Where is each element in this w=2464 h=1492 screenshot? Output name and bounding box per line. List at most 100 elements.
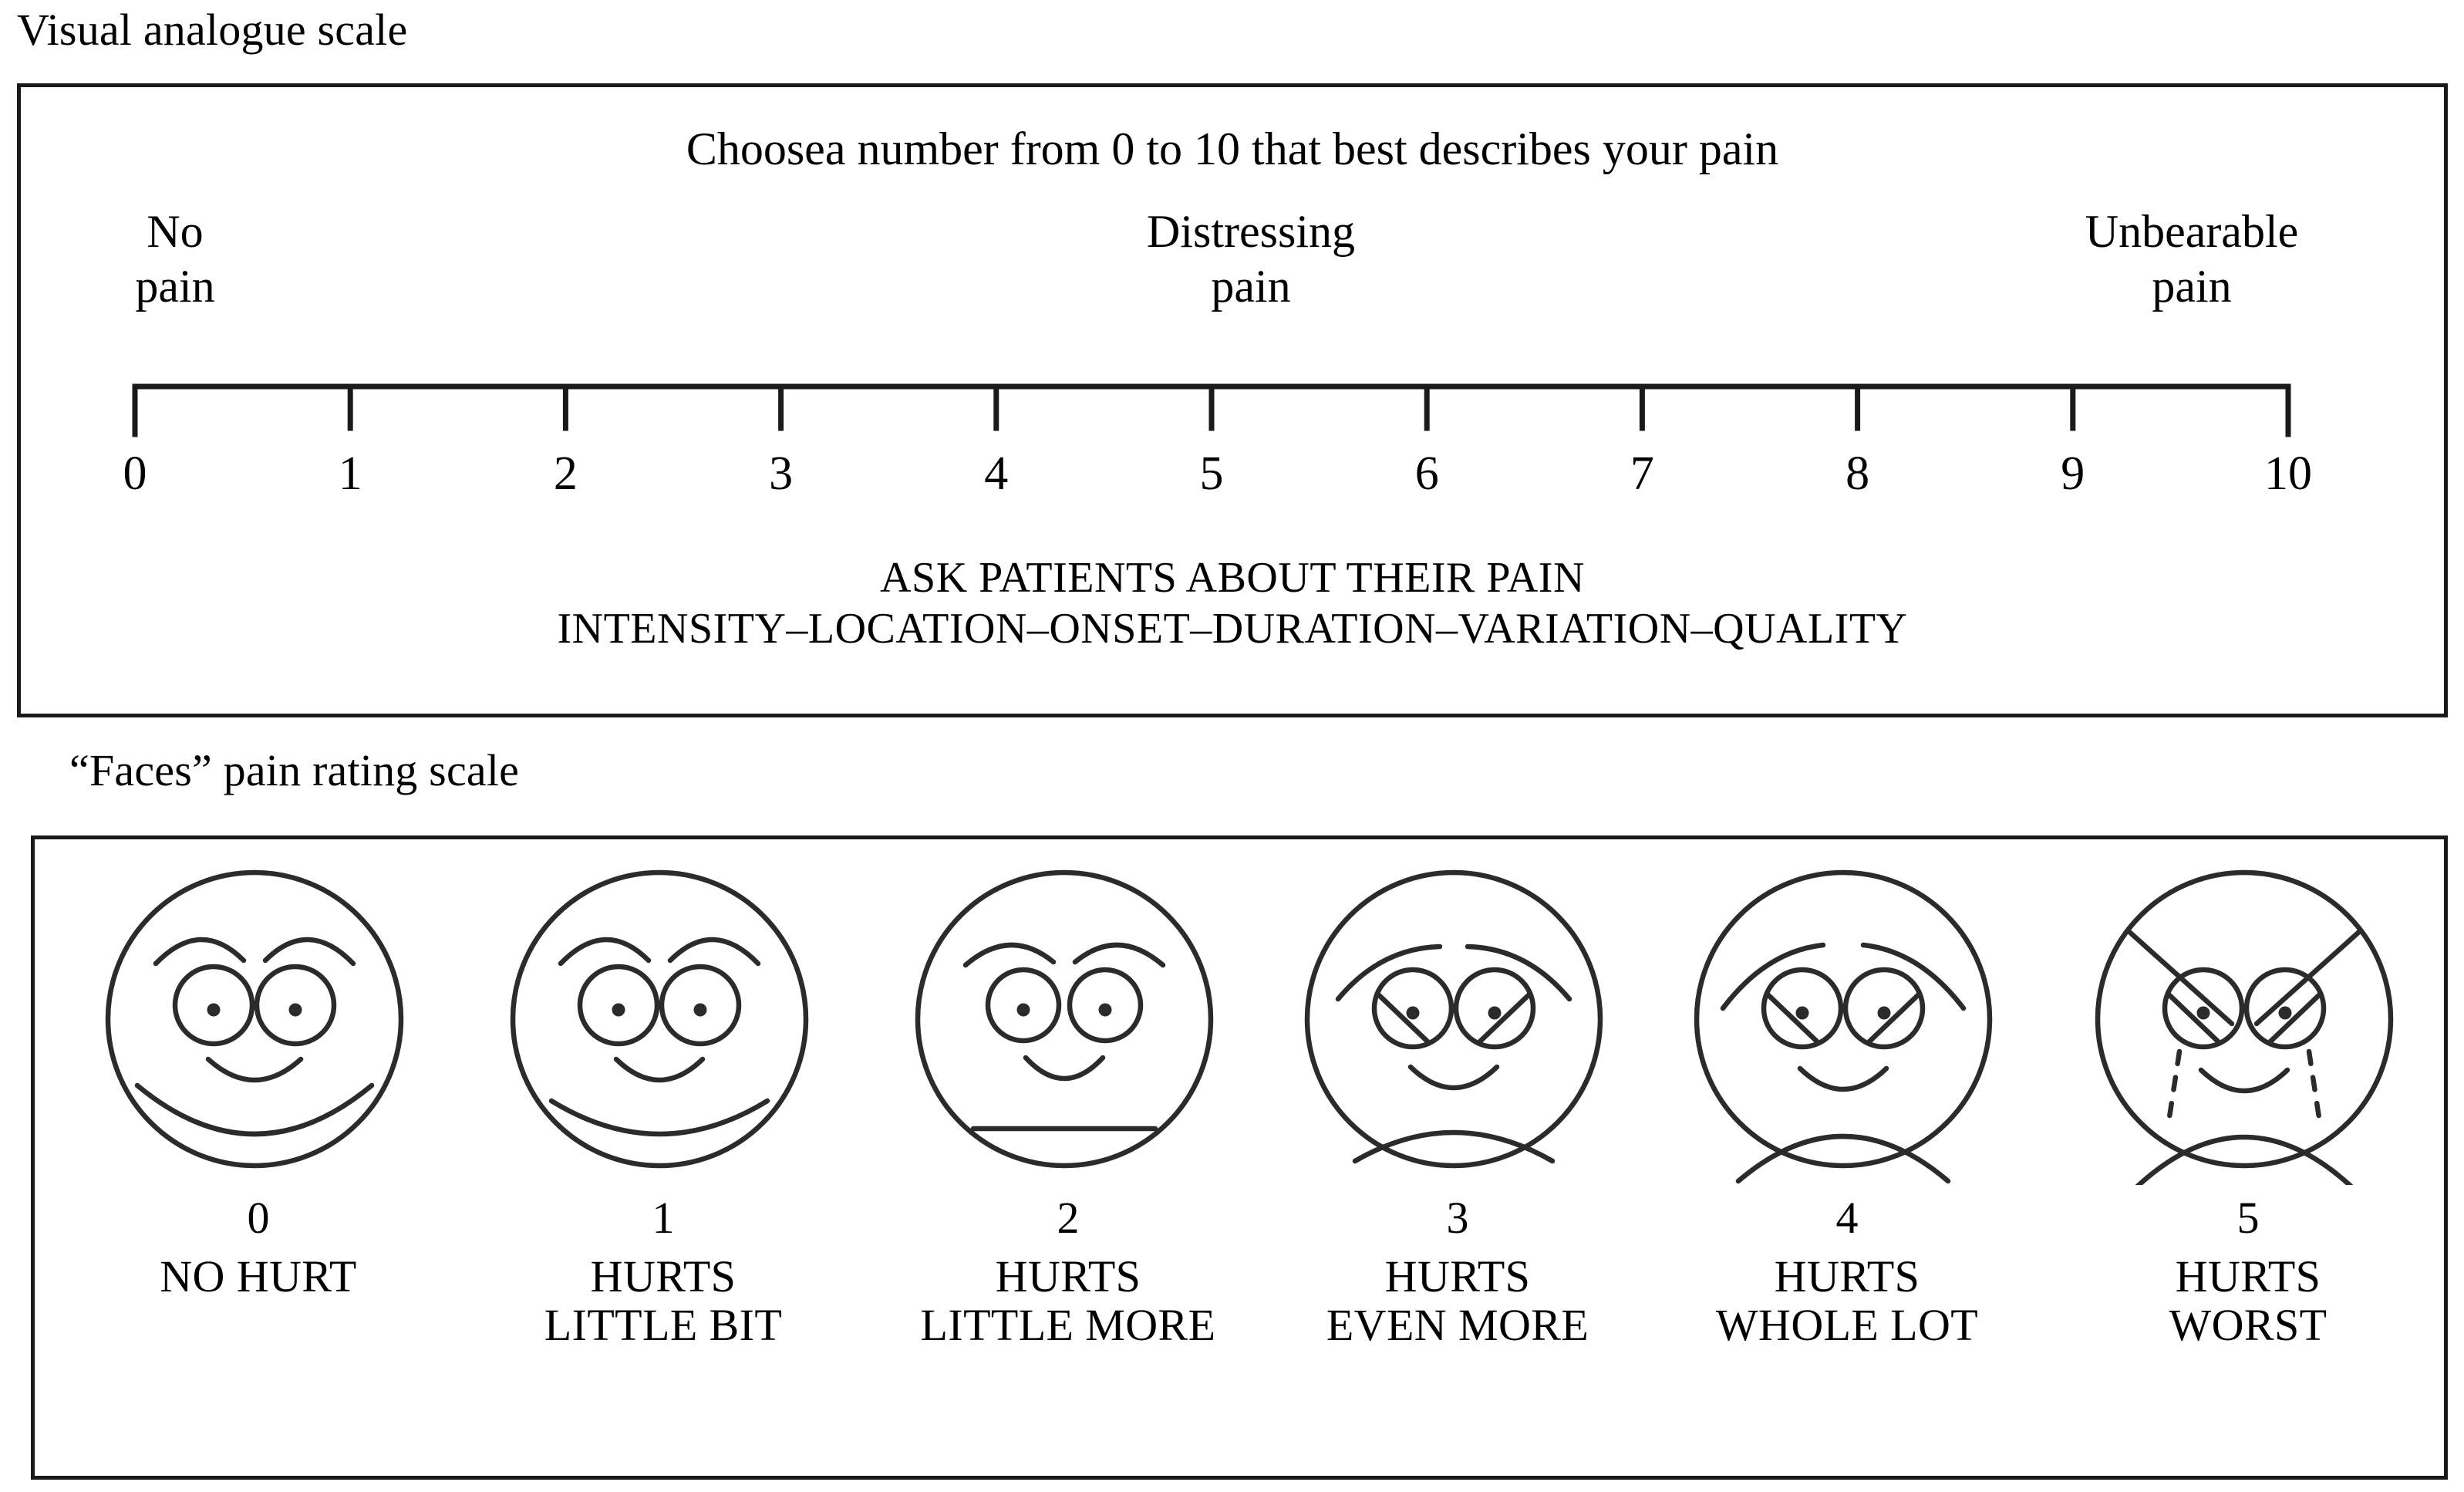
eye-right <box>659 964 742 1047</box>
face-hurts-worst-icon[interactable] <box>2086 861 2410 1185</box>
eyebrow-right <box>262 937 356 967</box>
face-no-hurt-icon[interactable] <box>96 861 420 1185</box>
anchor-unbearable-line1: Unbearable <box>2085 206 2299 257</box>
vas-tick-label-5[interactable]: 5 <box>1199 447 1224 500</box>
face-number-2: 2 <box>1057 1193 1080 1243</box>
pupil-left <box>2196 1006 2210 1020</box>
eyebrow-right <box>667 937 761 967</box>
vas-instruction: Choosea number from 0 to 10 that best de… <box>686 123 1779 174</box>
eyebrow-left <box>153 937 247 967</box>
vas-tick-label-9[interactable]: 9 <box>2061 447 2085 500</box>
face-label-line2: WORST <box>2169 1299 2327 1350</box>
face-outline <box>105 869 404 1169</box>
face-label-line1: HURTS <box>2175 1251 2321 1301</box>
vas-tick-label-6[interactable]: 6 <box>1414 447 1439 500</box>
eyebrow-left <box>558 937 652 967</box>
vas-tick-label-4[interactable]: 4 <box>984 447 1009 500</box>
pupil-right <box>288 1003 302 1017</box>
eyelid-left <box>1374 991 1431 1045</box>
vas-tick-label-8[interactable]: 8 <box>1845 447 1870 500</box>
eyelid-left <box>1764 991 1820 1045</box>
pupil-left <box>207 1003 221 1017</box>
face-outline <box>510 869 809 1169</box>
face-hurts-even-more-icon[interactable] <box>1296 861 1620 1185</box>
vas-section-heading: Visual analogue scale <box>17 5 408 55</box>
face-hurts-little-more-icon[interactable] <box>906 861 1230 1185</box>
eye-right <box>254 964 337 1047</box>
nose <box>1023 1055 1106 1082</box>
vas-tick-label-7[interactable]: 7 <box>1630 447 1654 500</box>
mouth <box>1735 1133 1951 1184</box>
face-hurts-whole-lot-icon[interactable] <box>1685 861 2009 1185</box>
vas-tick-label-10[interactable]: 10 <box>2264 447 2312 500</box>
eyebrow-left <box>962 942 1057 968</box>
face-number-0: 0 <box>247 1193 270 1243</box>
nose <box>2198 1067 2290 1094</box>
vas-tick-label-0[interactable]: 0 <box>123 447 147 500</box>
face-label-line2: LITTLE MORE <box>920 1299 1216 1350</box>
anchor-distressing-line2: pain <box>1211 260 1291 312</box>
eye-left <box>985 967 1062 1044</box>
face-label-0: NO HURT <box>58 1251 459 1301</box>
face-outline <box>2095 869 2394 1169</box>
face-outline <box>1304 869 1603 1169</box>
face-item-0[interactable]: 0 NO HURT <box>58 861 459 1301</box>
eyebrow-right <box>1860 942 1967 1011</box>
pupil-left <box>612 1003 625 1017</box>
eyebrow-right <box>1465 943 1572 1002</box>
pupil-right <box>1488 1006 1502 1020</box>
pupil-right <box>693 1003 707 1017</box>
pupil-left <box>1406 1006 1420 1020</box>
eyebrow-left <box>1720 942 1826 1011</box>
vas-tick-label-2[interactable]: 2 <box>553 447 578 500</box>
face-number-3: 3 <box>1446 1193 1469 1243</box>
nose <box>205 1056 304 1083</box>
anchor-no-pain-line2: pain <box>135 260 215 312</box>
vas-footer-line1: ASK PATIENTS ABOUT THEIR PAIN <box>880 554 1585 602</box>
eyelid-right <box>1866 991 1923 1045</box>
eyelid-right <box>1477 991 1533 1045</box>
eye-left <box>1371 967 1454 1050</box>
face-label-line1: HURTS <box>590 1251 737 1301</box>
anchor-no-pain: No pain <box>44 204 306 314</box>
eye-right <box>2243 967 2327 1050</box>
eyebrow-right <box>1072 942 1166 968</box>
mouth <box>1352 1129 1556 1164</box>
eye-left <box>172 964 255 1047</box>
face-hurts-little-bit-icon[interactable] <box>501 861 825 1185</box>
mouth <box>548 1098 770 1137</box>
face-label-line2: WHOLE LOT <box>1715 1299 1979 1350</box>
pupil-right <box>1877 1006 1891 1020</box>
eye-left <box>577 964 660 1047</box>
vas-footer-line2: INTENSITY–LOCATION–ONSET–DURATION–VARIAT… <box>557 605 1908 653</box>
pupil-right <box>2278 1006 2292 1020</box>
face-label-line2: LITTLE BIT <box>544 1299 783 1350</box>
faces-section-heading: “Faces” pain rating scale <box>69 745 520 795</box>
anchor-distressing-pain: Distressing pain <box>1004 204 1498 314</box>
tear-right <box>2306 1048 2323 1126</box>
face-number-1: 1 <box>652 1193 675 1243</box>
anchor-unbearable-pain: Unbearable pain <box>1964 204 2419 314</box>
face-label-line2: EVEN MORE <box>1326 1299 1589 1350</box>
vas-tick-label-1[interactable]: 1 <box>338 447 362 500</box>
nose <box>613 1056 706 1083</box>
eye-right <box>1067 967 1144 1044</box>
face-label-line1: NO HURT <box>160 1251 357 1301</box>
face-outline <box>915 869 1214 1169</box>
vas-tick-label-3[interactable]: 3 <box>769 447 794 500</box>
pupil-right <box>1098 1003 1112 1017</box>
eye-left <box>1761 967 1844 1050</box>
eyelid-left <box>2165 991 2221 1045</box>
pupil-left <box>1795 1006 1809 1020</box>
eye-right <box>1453 967 1536 1050</box>
nose <box>1407 1064 1500 1091</box>
